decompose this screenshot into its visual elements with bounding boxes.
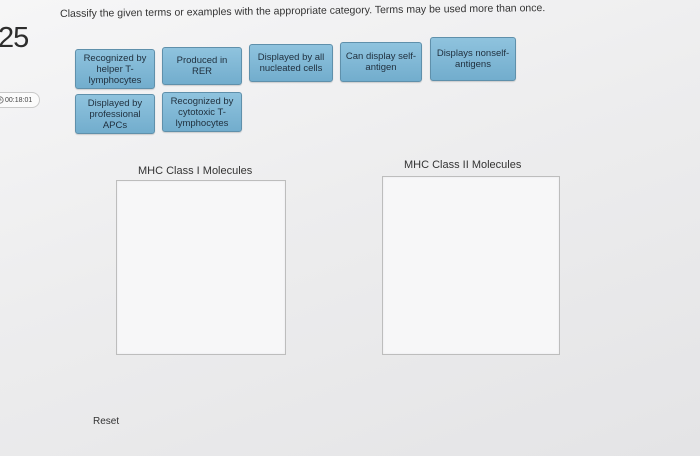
tile-label: Recognized by helper T-lymphocytes [83,52,147,86]
reset-button[interactable]: Reset [93,416,120,427]
question-number: 25 [0,22,29,54]
tile-label: Displayed by professional APCs [87,97,143,131]
category-label-mhc-class-1: MHC Class I Molecules [138,165,253,177]
category-label-mhc-class-2: MHC Class II Molecules [404,159,522,171]
tile-produced-in-rer[interactable]: Produced in RER [162,47,242,85]
tile-displays-nonself-antigens[interactable]: Displays nonself-antigens [430,37,516,81]
clock-icon [0,96,4,104]
dropzone-mhc-class-2[interactable] [382,176,560,355]
instructions: Classify the given terms or examples wit… [60,2,546,20]
tile-label: Produced in RER [176,55,228,77]
tile-displayed-by-all-nucleated[interactable]: Displayed by all nucleated cells [249,44,333,82]
tile-label: Displayed by all nucleated cells [257,52,325,74]
timer-value: 00:18:01 [5,97,33,104]
tile-recognized-by-cytotoxic-t[interactable]: Recognized by cytotoxic T-lymphocytes [162,92,242,132]
timer[interactable]: 00:18:01 [0,92,40,108]
tile-displayed-by-professional-apcs[interactable]: Displayed by professional APCs [75,94,155,134]
tile-recognized-by-helper-t[interactable]: Recognized by helper T-lymphocytes [75,49,155,89]
tile-label: Displays nonself-antigens [436,48,510,70]
tile-can-display-self-antigen[interactable]: Can display self-antigen [340,42,422,82]
tile-label: Recognized by cytotoxic T-lymphocytes [170,95,234,129]
dropzone-mhc-class-1[interactable] [116,180,286,355]
tile-label: Can display self-antigen [345,51,417,73]
